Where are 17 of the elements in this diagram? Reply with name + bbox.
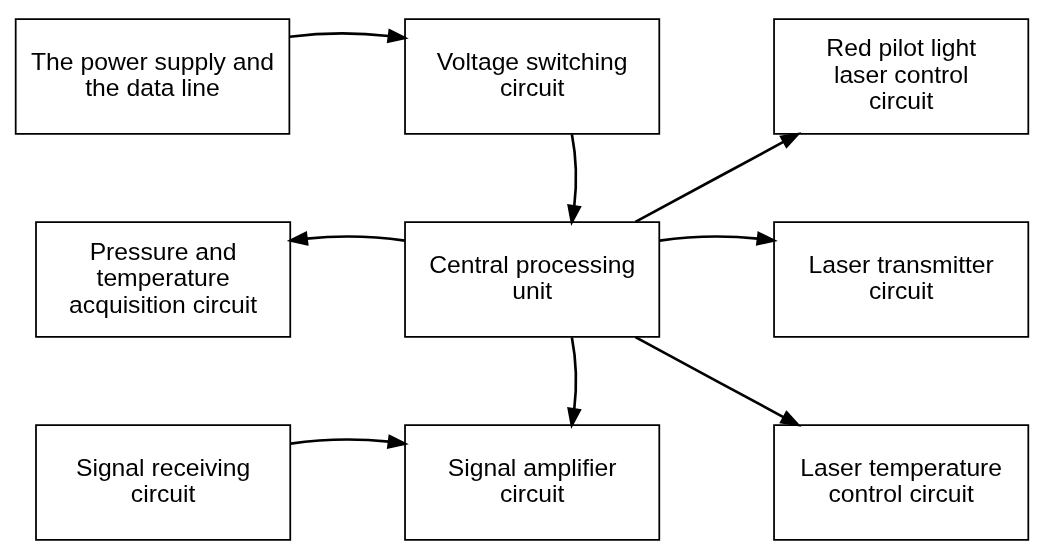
arrow (634, 335, 802, 427)
arrow (567, 337, 582, 430)
node-box: Signal amplifier circuit (404, 424, 661, 541)
node-box: Laser transmitter circuit (773, 221, 1030, 338)
arrow (289, 28, 409, 44)
arrow (290, 434, 409, 449)
node-box: Voltage switching circuit (404, 18, 661, 135)
node-box: Red pilot light laser control circuit (773, 18, 1030, 135)
node-box: Pressure and temperature acquisition circuit (35, 221, 292, 338)
node-box: Laser temperature control circuit (773, 424, 1030, 541)
node-box: Signal receiving circuit (35, 424, 292, 541)
arrow (659, 231, 778, 246)
arrow (286, 231, 405, 246)
node-box: The power supply and the data line (14, 18, 291, 135)
node-box: Central processing unit (404, 221, 661, 338)
arrow (567, 134, 582, 226)
arrow (634, 132, 802, 224)
